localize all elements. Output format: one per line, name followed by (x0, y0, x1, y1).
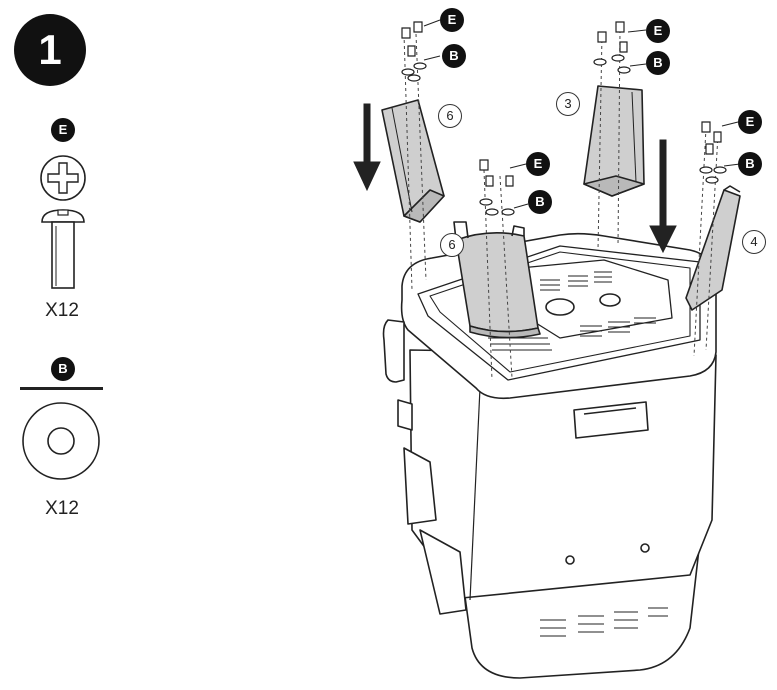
legend-screw-letter: E (51, 118, 75, 142)
washer-icon (20, 387, 103, 480)
panel-callout: 6 (440, 233, 464, 257)
screw-label-badge: E (738, 110, 762, 134)
legend-washer-quantity: X12 (45, 498, 79, 519)
step-number-badge: 1 (14, 14, 86, 86)
washer-label-badge: B (646, 51, 670, 75)
panel-callout: 6 (438, 104, 462, 128)
screw-label-badge: E (526, 152, 550, 176)
washer-label-badge: B (528, 190, 552, 214)
screw-label-badge: E (440, 8, 464, 32)
legend-screw-quantity: X12 (45, 300, 79, 321)
screw-label-badge: E (646, 19, 670, 43)
washer-label-badge: B (442, 44, 466, 68)
screw-icon (40, 155, 86, 289)
legend-washer-letter: B (51, 357, 75, 381)
panel-callout: 3 (556, 92, 580, 116)
panel-callout: 4 (742, 230, 766, 254)
washer-label-badge: B (738, 152, 762, 176)
